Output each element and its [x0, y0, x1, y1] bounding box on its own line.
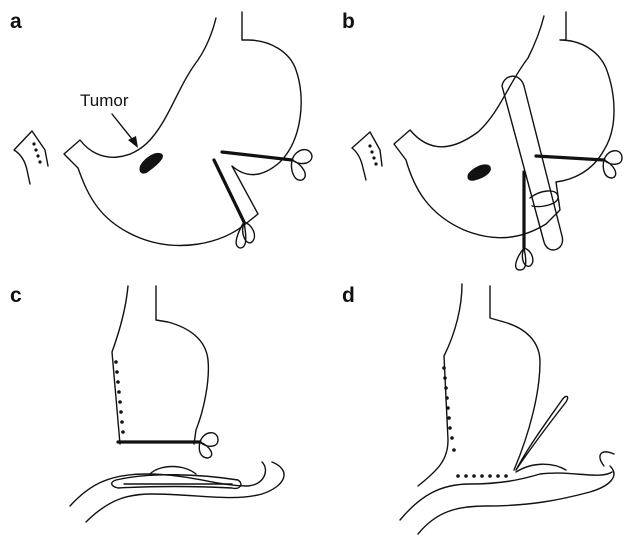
duodenal-stump-b	[352, 132, 382, 180]
gastric-remnant-c	[112, 286, 208, 444]
tumor-b	[467, 164, 490, 180]
clamp-upper-a	[222, 150, 312, 181]
clamp-lower-b	[516, 172, 533, 270]
staple-line-d	[442, 366, 508, 478]
panel-c: c	[10, 284, 284, 522]
tumor-pointer-arrowhead	[128, 136, 138, 148]
tumor-a	[139, 153, 162, 174]
gastric-remnant-d	[418, 284, 540, 486]
clamp-lower-a	[214, 160, 254, 248]
panel-c-label: c	[10, 284, 22, 307]
stapler-device	[502, 76, 563, 250]
staple-line-a	[32, 142, 41, 163]
clamp-c	[118, 433, 218, 458]
panel-a: a Tumor	[10, 10, 312, 248]
clamp-upper-b	[536, 151, 622, 178]
jejunal-loop-c	[70, 462, 284, 522]
duodenal-stump-a	[14, 131, 48, 184]
panel-d: d	[342, 284, 614, 534]
panel-d-label: d	[342, 284, 355, 307]
panel-b-label: b	[342, 10, 355, 33]
panel-a-label: a	[10, 10, 22, 33]
tumor-label: Tumor	[80, 91, 129, 110]
jejunal-loop-d	[400, 396, 614, 534]
panel-b: b	[342, 10, 622, 270]
stomach-outline-b	[394, 12, 614, 238]
stomach-outline-a	[64, 12, 301, 245]
staple-line-b	[368, 144, 377, 165]
